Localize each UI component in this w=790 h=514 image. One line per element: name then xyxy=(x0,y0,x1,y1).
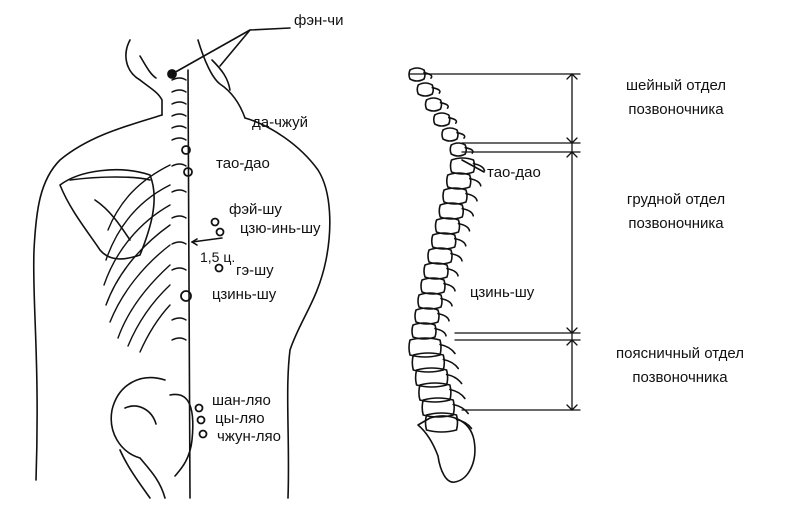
vertebra xyxy=(438,202,465,220)
marker-chzhun-lyao xyxy=(198,429,208,439)
vertebra-process xyxy=(439,343,456,355)
vertebra-process xyxy=(457,222,471,232)
vertebra-process xyxy=(472,162,486,172)
label-tszyu-in-shu: цзю-инь-шу xyxy=(240,220,321,237)
vertebrae-back xyxy=(171,77,187,341)
vertebra xyxy=(427,247,453,265)
pelvis-left xyxy=(110,376,166,499)
vertebra xyxy=(411,322,437,340)
vertebra-process xyxy=(468,177,482,187)
vertebra-process xyxy=(461,207,475,217)
sacrum xyxy=(169,393,194,477)
vertebra xyxy=(408,67,426,82)
left-shoulder xyxy=(32,114,163,481)
section-cervical-line1: шейный отдел xyxy=(625,77,727,94)
vertebra-process xyxy=(450,252,463,262)
label-fen-chi: фэн-чи xyxy=(294,12,344,29)
vertebra xyxy=(424,97,443,112)
vertebra-process xyxy=(447,116,458,124)
label-spine-tszin-shu: цзинь-шу xyxy=(470,284,535,301)
section-cervical-line2: позвоночника xyxy=(628,101,724,118)
label-ge-shu: гэ-шу xyxy=(236,262,274,279)
marker-tszin-shu xyxy=(180,290,192,302)
vertebra xyxy=(416,82,435,97)
section-thoracic-line1: грудной отдел xyxy=(626,191,726,208)
section-lumbar-line2: позвоночника xyxy=(632,369,728,386)
leader-spine-tao-dao xyxy=(461,159,485,173)
vertebra xyxy=(432,112,451,127)
vertebra-process xyxy=(453,237,467,247)
label-tsy-lyao: цы-ляо xyxy=(215,410,265,427)
sacrum-side xyxy=(417,415,476,483)
vertebra xyxy=(414,307,440,325)
vertebra xyxy=(417,292,443,310)
marker-fei-shu xyxy=(210,217,220,227)
marker-tszyu xyxy=(215,227,225,237)
vertebra xyxy=(449,157,476,175)
vertebra-process xyxy=(446,267,459,277)
vertebra-process xyxy=(431,86,441,94)
ribs xyxy=(103,164,171,353)
vertebra xyxy=(423,262,449,280)
marker-da-chzhui xyxy=(181,145,191,155)
vertebra-process xyxy=(423,71,433,79)
head-outline xyxy=(125,39,163,116)
point-markers xyxy=(167,69,225,439)
vertebra-process xyxy=(442,358,460,370)
marker-tao-dao xyxy=(183,167,193,177)
vertebra-process xyxy=(443,282,456,292)
section-lumbar-line1: поясничный отдел xyxy=(616,345,744,362)
label-distance: 1,5 ц. xyxy=(200,249,236,265)
scapula xyxy=(59,169,155,260)
section-thoracic-line2: позвоночника xyxy=(628,215,724,232)
vertebra-process xyxy=(434,327,447,337)
vertebra xyxy=(441,127,459,142)
vertebra-process xyxy=(452,403,469,415)
vertebra-process xyxy=(445,373,463,385)
vertebra-process xyxy=(437,312,450,322)
spine-midline xyxy=(187,69,191,499)
marker-shan-lyao xyxy=(194,403,204,413)
label-tao-dao: тао-дао xyxy=(216,155,270,172)
section-cervical: шейный отдел позвоночника xyxy=(596,74,756,122)
vertebra xyxy=(430,232,457,250)
vertebra xyxy=(449,142,468,157)
vertebra xyxy=(434,217,461,235)
vertebra-process xyxy=(465,192,478,202)
vertebra xyxy=(420,277,446,295)
vertebra xyxy=(442,187,468,205)
section-lumbar: поясничный отдел позвоночника xyxy=(590,342,770,390)
label-spine-tao-dao: тао-дао xyxy=(487,164,541,181)
vertebra xyxy=(424,412,459,433)
section-thoracic: грудной отдел позвоночника xyxy=(596,188,756,236)
label-fei-shu: фэй-шу xyxy=(229,201,282,218)
vertebrae-column xyxy=(408,67,486,433)
right-shoulder xyxy=(244,117,331,499)
label-da-chzhui: да-чжуй xyxy=(252,114,308,131)
label-tszin-shu: цзинь-шу xyxy=(212,286,277,303)
label-chzhun-lyao: чжун-ляо xyxy=(217,428,282,445)
vertebra xyxy=(445,172,472,190)
leader-distance xyxy=(191,237,223,243)
label-shan-lyao: шан-ляо xyxy=(212,392,271,409)
vertebra-process xyxy=(456,131,466,139)
vertebra-process xyxy=(449,388,466,400)
vertebra-process xyxy=(440,297,453,307)
marker-ge-shu xyxy=(214,263,224,273)
vertebra-process xyxy=(439,101,449,109)
marker-tsy-lyao xyxy=(196,415,206,425)
section-brackets xyxy=(409,73,581,411)
